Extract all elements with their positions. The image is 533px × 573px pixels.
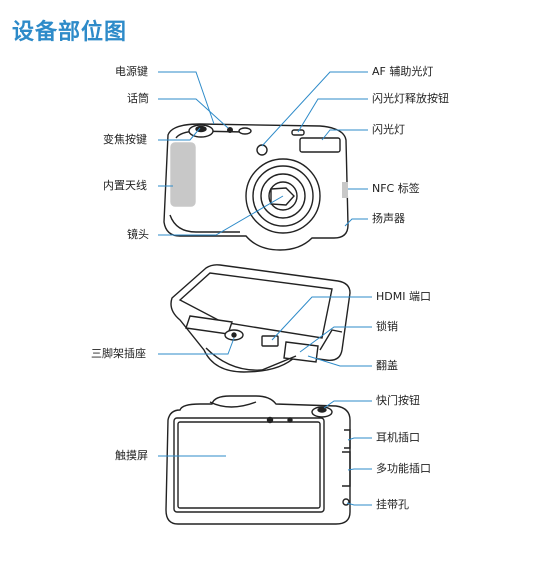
label-flash: 闪光灯 [372,123,405,136]
label-lens: 镜头 [127,228,149,241]
camera-back-view [165,395,351,525]
label-tripod-socket: 三脚架插座 [91,347,146,360]
label-zoom-key: 变焦按键 [103,133,147,146]
label-speaker: 扬声器 [372,212,405,225]
label-strap-eyelet: 挂带孔 [376,498,409,511]
camera-front-view [163,123,349,251]
label-microphone: 话筒 [127,92,149,105]
built-in-antenna [170,142,196,207]
label-multi-function-jack: 多功能插口 [376,462,431,475]
camera-bottom-view [170,264,351,373]
label-shutter-button: 快门按钮 [376,394,420,407]
label-earphone-jack: 耳机插口 [376,431,420,444]
label-power-key: 电源键 [115,65,148,78]
page-title: 设备部位图 [12,20,128,45]
label-af-assist-light: AF 辅助光灯 [372,65,434,78]
label-touch-screen: 触摸屏 [115,449,148,462]
label-hdmi-port: HDMI 端口 [376,290,431,303]
label-cover: 翻盖 [376,359,398,372]
label-nfc-tag: NFC 标签 [372,182,420,195]
leader-lines [158,71,372,506]
label-flash-release-button: 闪光灯释放按钮 [372,92,449,105]
label-built-in-antenna: 内置天线 [103,179,147,192]
label-latch: 锁销 [376,320,398,333]
